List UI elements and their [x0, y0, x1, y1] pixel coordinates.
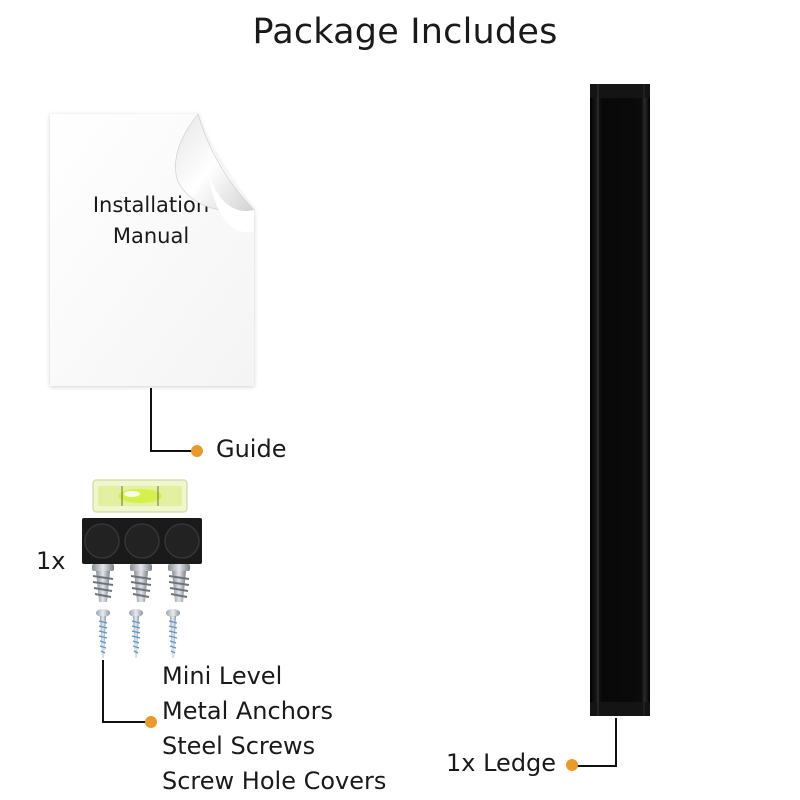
ledge-dot — [566, 759, 578, 771]
guide-dot — [191, 445, 203, 457]
kit-item-screw-hole-covers: Screw Hole Covers — [162, 767, 387, 795]
page-curl-overlay — [175, 113, 255, 233]
steel-screws-image — [96, 609, 180, 658]
manual-title-line2: Manual — [112, 224, 190, 248]
metal-anchors-image — [92, 564, 190, 602]
ledge-image — [590, 84, 650, 716]
kit-item-steel-screws: Steel Screws — [162, 732, 316, 760]
kit-item-metal-anchors: Metal Anchors — [162, 697, 333, 725]
ledge-label: 1x Ledge — [446, 749, 557, 777]
page-title: Package Includes — [252, 12, 558, 52]
kit-item-mini-level: Mini Level — [162, 662, 283, 690]
screw-hole-covers-image — [82, 518, 202, 564]
kit-quantity-label: 1x — [36, 547, 66, 575]
mini-level-image — [92, 479, 188, 513]
kit-dot — [145, 716, 157, 728]
manual-title-line1: Installation — [92, 193, 210, 217]
manual-title: Installation Manual — [50, 190, 252, 252]
guide-label: Guide — [216, 435, 287, 463]
